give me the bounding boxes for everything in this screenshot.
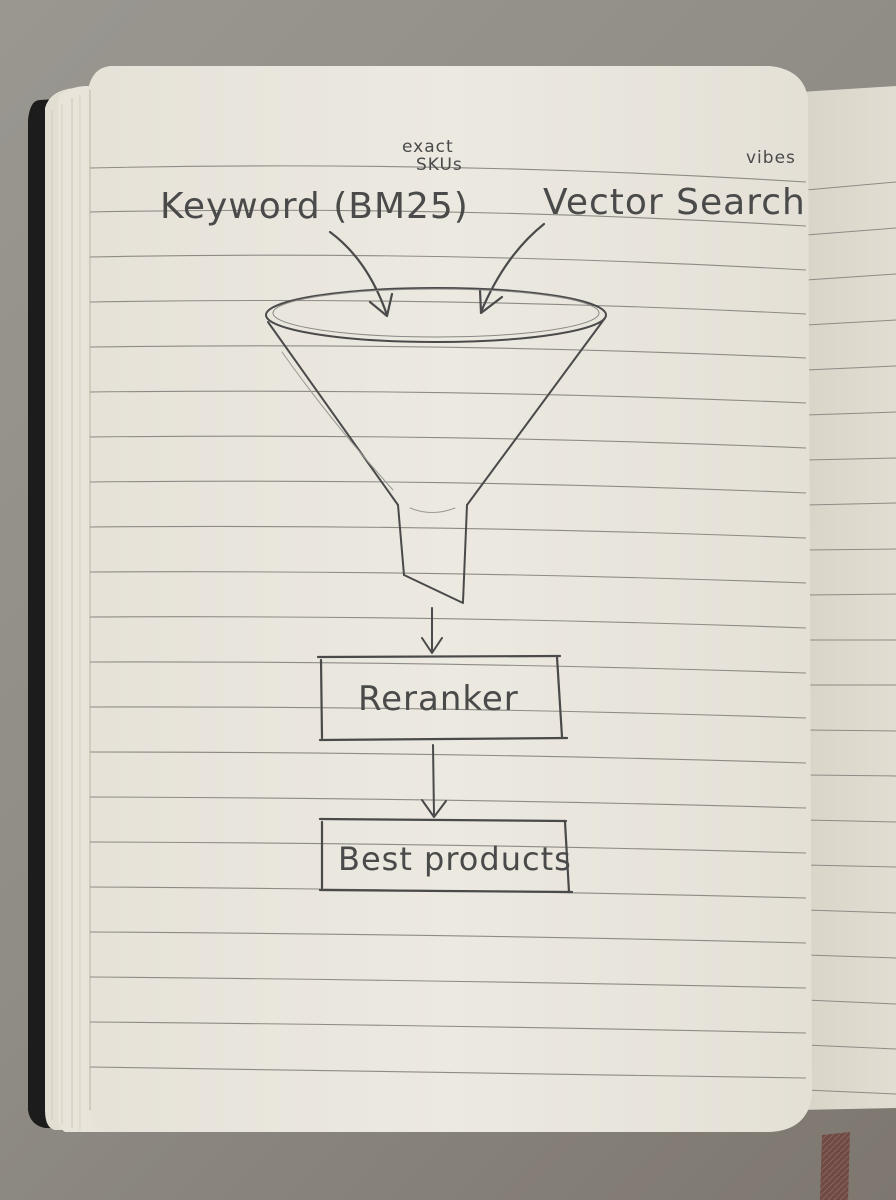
ribbon-bookmark <box>820 1132 850 1200</box>
arrow-reranker-to-best-products-icon <box>421 744 447 818</box>
diagram: Keyword (BM25) exact SKUs Vector Search … <box>160 137 806 894</box>
input-keyword-annotation-line2: SKUs <box>416 155 463 175</box>
arrow-keyword-to-funnel-icon <box>328 230 394 318</box>
reranker-label: Reranker <box>358 679 519 719</box>
input-keyword-annotation-line1: exact <box>402 137 454 157</box>
arrow-vector-to-funnel-icon <box>478 222 546 315</box>
input-vector-label: Vector Search <box>543 182 806 223</box>
input-vector-annotation: vibes <box>746 148 796 168</box>
right-page <box>800 86 896 1110</box>
best-products-label: Best products <box>338 840 572 878</box>
funnel-icon <box>265 287 607 604</box>
ruled-lines <box>89 165 807 1079</box>
best-products-box <box>318 817 574 894</box>
reranker-box <box>316 654 569 742</box>
arrow-funnel-to-reranker-icon <box>421 607 443 654</box>
main-page <box>88 66 812 1132</box>
input-keyword-label: Keyword (BM25) <box>160 186 469 227</box>
